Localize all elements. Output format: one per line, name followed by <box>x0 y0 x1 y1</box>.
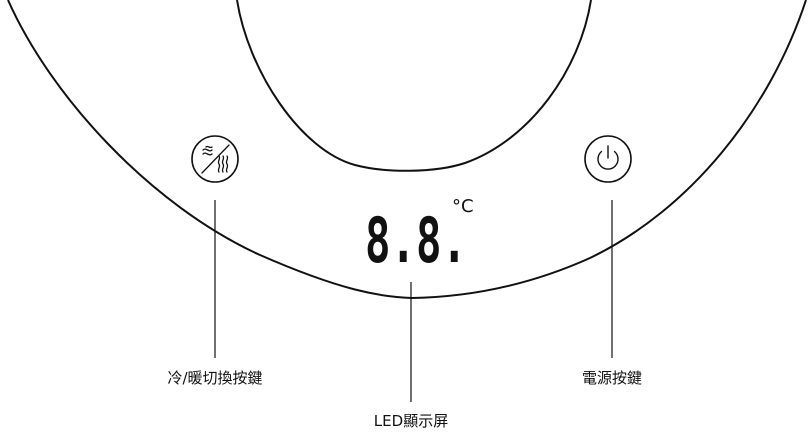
power-button[interactable] <box>584 135 632 183</box>
led-digits: 8.8. <box>365 204 467 277</box>
mode-switch-button[interactable] <box>191 135 239 183</box>
cool-warm-switch-icon <box>201 144 230 174</box>
mode-button-label: 冷/暖切換按鍵 <box>167 369 263 387</box>
led-unit: °C <box>452 196 474 217</box>
display-label: LED顯示屏 <box>373 412 449 430</box>
device-inner-outline <box>236 0 592 172</box>
device-outer-outline <box>7 0 807 300</box>
power-icon <box>597 145 619 170</box>
power-button-label: 電源按鍵 <box>581 369 643 387</box>
led-display: 8.8. °C <box>365 196 474 277</box>
